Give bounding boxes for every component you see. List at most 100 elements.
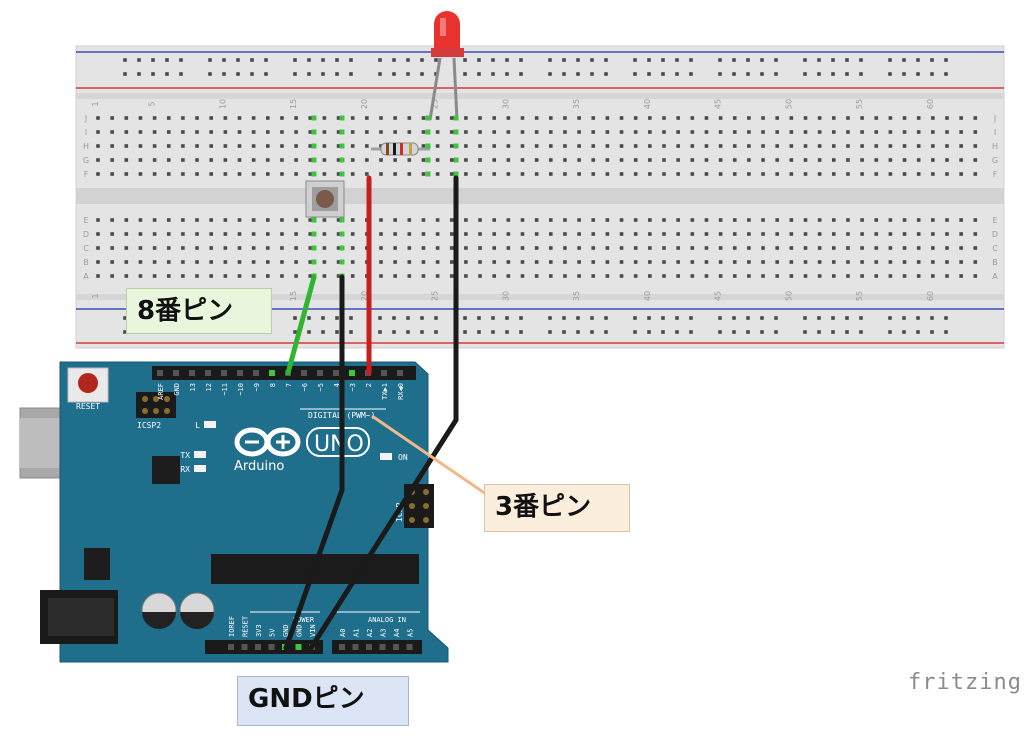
- breadboard-hole: [336, 172, 341, 176]
- rail-hole: [392, 316, 396, 320]
- column-number: 45: [714, 291, 723, 301]
- rail-hole: [732, 316, 736, 320]
- breadboard-hole: [888, 274, 893, 278]
- digital-pin: [205, 370, 211, 376]
- rail-hole: [548, 330, 552, 334]
- rail-hole: [944, 316, 948, 320]
- rail-hole: [845, 316, 849, 320]
- power-pin-label: GND: [282, 624, 290, 637]
- breadboard-hole: [789, 246, 794, 250]
- rail-hole: [902, 72, 906, 76]
- breadboard-hole: [704, 144, 709, 148]
- breadboard-hole: [365, 172, 369, 176]
- rail-hole: [888, 58, 892, 62]
- rail-hole: [576, 316, 580, 320]
- connection-highlight-dots: [311, 115, 459, 279]
- breadboard-hole: [492, 130, 496, 134]
- power-header-label: POWER: [293, 616, 315, 624]
- rail-hole: [307, 316, 311, 320]
- digital-pin-label: 8: [269, 383, 277, 387]
- breadboard-hole: [860, 158, 864, 162]
- breadboard-hole: [973, 130, 978, 134]
- connected-hole: [311, 217, 317, 223]
- breadboard-hole: [506, 172, 511, 176]
- breadboard-hole: [902, 246, 907, 250]
- breadboard-hole: [520, 232, 525, 236]
- breadboard-hole: [266, 172, 270, 176]
- breadboard-hole: [945, 116, 949, 120]
- breadboard-hole: [916, 246, 921, 250]
- breadboard-hole: [322, 246, 327, 250]
- breadboard-hole: [775, 246, 779, 250]
- digital-pin-label: 12: [205, 383, 213, 391]
- breadboard-hole: [591, 260, 596, 264]
- digital-pin-label: ~9: [253, 383, 261, 391]
- power-pin: [241, 644, 248, 650]
- analog-pin: [406, 644, 413, 650]
- breadboard-hole: [379, 274, 383, 278]
- breadboard-hole: [294, 130, 298, 134]
- breadboard-hole: [633, 172, 638, 176]
- breadboard-hole: [322, 158, 327, 162]
- rail-hole: [505, 72, 509, 76]
- breadboard-hole: [662, 260, 666, 264]
- breadboard-hole: [832, 158, 836, 162]
- rail-hole: [944, 72, 948, 76]
- breadboard-hole: [846, 218, 850, 222]
- breadboard-hole: [732, 116, 737, 120]
- breadboard-hole: [223, 172, 228, 176]
- breadboard-hole: [775, 172, 779, 176]
- breadboard-hole: [789, 172, 794, 176]
- breadboard-hole: [832, 116, 836, 120]
- breadboard-hole: [803, 116, 808, 120]
- breadboard-hole: [916, 130, 921, 134]
- breadboard-hole: [563, 116, 567, 120]
- breadboard-hole: [308, 246, 313, 250]
- breadboard-hole: [846, 130, 850, 134]
- rail-hole: [661, 58, 665, 62]
- breadboard-hole: [181, 218, 185, 222]
- breadboard-hole: [365, 158, 369, 162]
- breadboard-hole: [506, 260, 511, 264]
- breadboard-hole: [237, 116, 242, 120]
- breadboard-hole: [690, 158, 695, 162]
- breadboard-hole: [110, 246, 114, 250]
- reset-button-cap: [78, 373, 98, 393]
- rail-hole: [590, 330, 594, 334]
- breadboard-hole: [449, 232, 454, 236]
- breadboard-hole: [209, 274, 213, 278]
- breadboard-hole: [336, 274, 341, 278]
- rail-hole: [604, 58, 608, 62]
- breadboard-hole: [945, 144, 949, 148]
- digital-pin-label: 13: [189, 383, 197, 391]
- rail-hole: [746, 72, 750, 76]
- breadboard-hole: [959, 172, 963, 176]
- breadboard-hole: [619, 130, 624, 134]
- breadboard-hole: [152, 218, 157, 222]
- rail-hole: [633, 58, 637, 62]
- breadboard-hole: [888, 116, 893, 120]
- rail-hole: [845, 58, 849, 62]
- breadboard-hole: [449, 116, 454, 120]
- breadboard-hole: [421, 260, 426, 264]
- rail-hole: [930, 316, 934, 320]
- breadboard-hole: [605, 260, 610, 264]
- led: [428, 11, 464, 121]
- breadboard-hole: [195, 274, 199, 278]
- rail-hole: [562, 316, 566, 320]
- digital-pin: [301, 370, 307, 376]
- indicator-led: [204, 421, 216, 428]
- breadboard-hole: [648, 144, 652, 148]
- breadboard-hole: [662, 218, 666, 222]
- breadboard-column-numbers: 1155101015152020252530303535404045455050…: [83, 99, 998, 301]
- rail-hole: [349, 316, 353, 320]
- row-letter: E: [83, 216, 88, 225]
- rail-hole: [817, 316, 821, 320]
- connected-hole: [339, 143, 345, 149]
- breadboard-hole: [336, 158, 341, 162]
- breadboard-hole: [591, 246, 596, 250]
- breadboard-hole: [803, 144, 808, 148]
- rail-hole: [378, 330, 382, 334]
- breadboard-hole: [761, 116, 765, 120]
